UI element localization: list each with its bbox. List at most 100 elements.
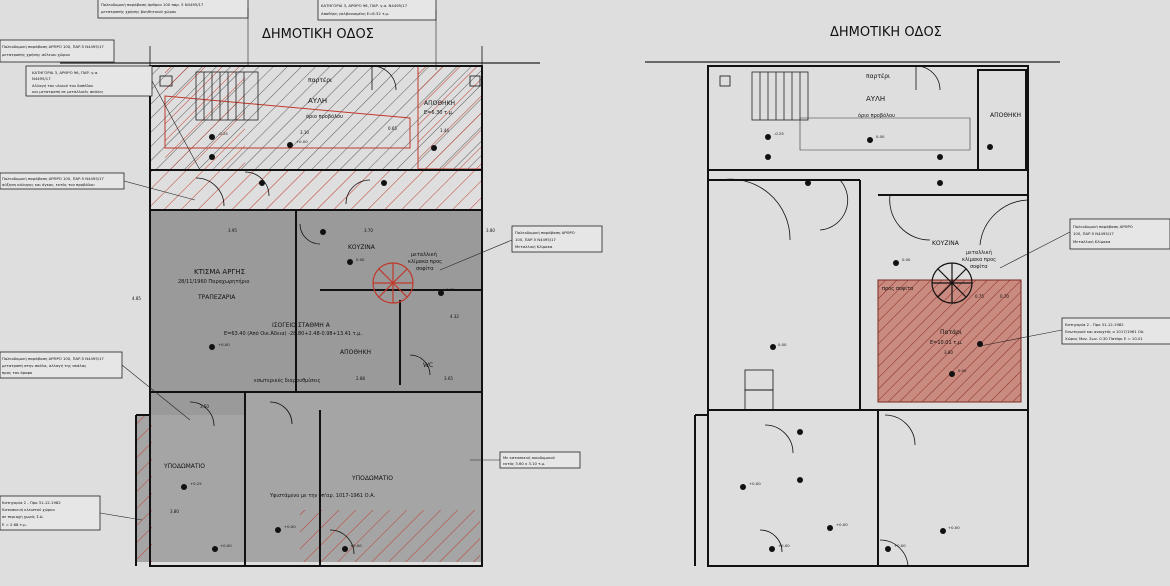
callout-left-b-2: Ν4495/17	[32, 76, 51, 81]
level: 0.00	[356, 257, 365, 262]
left-avli-label: ΑΥΛΗ	[308, 97, 327, 105]
level: +0.25	[190, 481, 202, 486]
level: +0.00	[749, 481, 761, 486]
right-callout-edge-2: Εσωτερικό και ανοιχτός ο 1017/1961 ΟΑ	[1065, 329, 1144, 334]
left-orio-label: όριο προβόλου	[306, 113, 343, 120]
level: +0.00	[778, 543, 790, 548]
level: +0.00	[218, 342, 230, 347]
callout-left-e-3: σε περιοχή χωρίς Σ.Δ.	[2, 514, 44, 519]
right-callout-3: Μεταλλική Κλίμακα	[1073, 239, 1111, 244]
callout-left-e-1: Κατηγορία 2 - Προ 31-12-1982	[2, 500, 61, 505]
left-street-title: ΔΗΜΟΤΙΚΗ ΟΔΟΣ	[262, 27, 374, 42]
right-callout-1: Πολεοδομική παράβαση ΑΡΘΡΟ	[1073, 224, 1133, 229]
callout-right-3: Μεταλλική Κλίμακα	[515, 244, 553, 249]
level: 0.00	[902, 257, 911, 262]
right-callout-edge-3: Χώρος Μον. Σων. 0.30 Πατάρι Ε = 10.01	[1065, 336, 1143, 341]
callout-topmid-2: Αποθήκη γαλβανισμένη Ε=6.32 τ.μ.	[321, 11, 389, 16]
dim: 4.85	[132, 296, 141, 301]
level: +0.00	[948, 525, 960, 530]
left-callouts	[0, 0, 603, 531]
left-parteri-label: παρτέρι	[308, 77, 332, 84]
left-metalliki-2: κλίμακα προς	[408, 258, 442, 265]
dim: 3.65	[444, 376, 453, 381]
level: -0.25	[774, 131, 784, 136]
right-metalliki-1: μεταλλική	[966, 249, 992, 256]
right-callout-2: 100, ΠΑΡ.5 Ν4495/17	[1073, 231, 1114, 236]
right-spiral-stair	[931, 262, 973, 304]
left-plan: ΔΗΜΟΤΙΚΗ ΟΔΟΣ	[0, 0, 603, 567]
callout-top-2: μετατροπής χρήσης βοηθητικού χώρου	[101, 9, 176, 14]
left-ktisma-sub: 28/11/1960 Παραχωρητήριο	[178, 278, 249, 285]
left-ypodomatio-right: ΥΠΟΔΩΜΑΤΙΟ	[351, 475, 393, 482]
left-isogeio-label: ΙΣΟΓΕΙΟ ΣΤΑΘΜΗ Α	[272, 322, 331, 329]
left-isogeio-area: Ε=63.40 (Από Οικ.Άδεια) -28.80+2.48-0.98…	[224, 330, 362, 337]
right-metalliki-3: σοφίτα	[970, 263, 988, 270]
level: +0.00	[894, 543, 906, 548]
level: 0.00	[958, 368, 967, 373]
left-apothiki-mid-label: ΑΠΟΘΗΚΗ	[340, 349, 371, 356]
callout-left-b-3: Αλλαγή του υλικού του δαπέδου	[32, 83, 93, 88]
dim: 3.95	[228, 228, 237, 233]
callout-right-2: 100, ΠΑΡ.5 Ν4495/17	[515, 237, 556, 242]
callout-left-c-1: Πολεοδομική παράβαση ΑΡΘΡΟ 100, ΠΑΡ.5 Ν4…	[2, 176, 104, 181]
callout-top-1: Πολεοδομική παράβαση άρθρου 100 παρ. 5 Ν…	[101, 2, 204, 7]
level: +0.00	[836, 522, 848, 527]
dim: 3.80	[170, 509, 179, 514]
callout-left-e-2: Κατασκευή κλειστού χώρου	[2, 507, 55, 512]
dim: 0.70	[1000, 294, 1009, 299]
callout-midright-1: Με κατασκευή οικοδομικού	[503, 455, 555, 460]
callout-topmid-1: ΚΑΤΗΓΟΡΙΑ 3, ΑΡΘΡΟ 96, ΠΑΡ. γ.α. Ν4495/1…	[321, 3, 408, 8]
right-parteri-label: παρτέρι	[866, 73, 890, 80]
left-kouzina-label: ΚΟΥΖΙΝΑ	[348, 244, 376, 251]
callout-left-b-4: και μετατροπή σε μεταλλικές σκάλες	[32, 89, 104, 94]
left-trapezaria-label: ΤΡΑΠΕΖΑΡΙΑ	[197, 294, 236, 301]
callout-left-a-1: Πολεοδομική παράβαση ΑΡΘΡΟ 100, ΠΑΡ.5 Ν4…	[2, 44, 104, 49]
right-avli-label: ΑΥΛΗ	[866, 95, 885, 103]
callout-right-1: Πολεοδομική παράβαση ΑΡΘΡΟ	[515, 230, 575, 235]
left-yfistameno-label: Υφιστάμενο με την υπ'αρ. 1017-1961 Ο.Α.	[269, 492, 376, 499]
callout-midright-2: εκτός 3.60 x 3.10 τ.μ.	[503, 461, 545, 466]
level: +0.00	[296, 139, 308, 144]
dim: 2.88	[356, 376, 365, 381]
left-metalliki-3: σοφίτα	[416, 265, 434, 272]
level: +0.00	[220, 543, 232, 548]
left-ktisma-label: ΚΤΙΣΜΑ ΑΡΓΗΣ	[194, 268, 245, 276]
patari-area-label: Ε=10.01 τ.μ.	[930, 340, 963, 346]
right-callout-edge-1: Κατηγορία 2 - Προ 31-12-1982	[1065, 322, 1124, 327]
dim: 3.50	[200, 404, 209, 409]
callout-left-b-1: ΚΑΤΗΓΟΡΙΑ 3, ΑΡΘΡΟ 96, ΠΑΡ. γ.α.	[32, 70, 98, 75]
dim: 3.80	[944, 350, 953, 355]
left-wc-label: WC	[423, 362, 433, 369]
level: -0.25	[218, 131, 228, 136]
level: +0.00	[350, 543, 362, 548]
callout-left-e-4: Ε = 2.68 τ.μ.	[2, 522, 27, 527]
right-pros-sofita: προς σοφίτα	[882, 285, 914, 292]
level: 0.00	[876, 134, 885, 139]
right-stairs	[751, 71, 809, 121]
right-street-title: ΔΗΜΟΤΙΚΗ ΟΔΟΣ	[830, 25, 942, 40]
callout-left-d-3: προς τον όροφο	[2, 370, 33, 375]
dim: 3.70	[364, 228, 373, 233]
left-metalliki-1: μεταλλική	[411, 251, 437, 258]
dim: 4.32	[450, 314, 459, 319]
callout-left-d-2: μετατροπή στην σκάλα, αλλαγή της σκάλας	[2, 363, 87, 368]
level: 0.00	[778, 342, 787, 347]
left-stairs	[195, 71, 259, 121]
left-esoterikes-label: εσωτερικές διαρρυθμίσεις	[254, 377, 321, 384]
patari-label: Πατάρι	[940, 329, 962, 336]
left-ypodomatio-left: ΥΠΟΔΩΜΑΤΙΟ	[163, 463, 205, 470]
callout-left-a-2: μετατροπής χρήσης αύλειου χώρου	[2, 52, 70, 57]
left-spiral-stair	[372, 262, 414, 304]
level: 0.00	[446, 287, 455, 292]
left-apothiki-front-label: ΑΠΟΘΗΚΗ	[424, 100, 455, 107]
right-orio-label: όριο προβόλου	[858, 112, 895, 119]
dim: 3.80	[486, 228, 495, 233]
level: +0.00	[284, 524, 296, 529]
right-apothiki-label: ΑΠΟΘΗΚΗ	[990, 112, 1021, 119]
dim: 0.65	[388, 126, 397, 131]
callout-left-d-1: Πολεοδομική παράβαση ΑΡΘΡΟ 100, ΠΑΡ.5 Ν4…	[2, 356, 104, 361]
callout-left-c-2: αύξηση κάλυψης και όγκου, εκτός του προβ…	[2, 182, 95, 187]
dim: 1.44	[440, 128, 449, 133]
left-apothiki-front-area: Ε=6.30 τ.μ.	[424, 110, 454, 116]
